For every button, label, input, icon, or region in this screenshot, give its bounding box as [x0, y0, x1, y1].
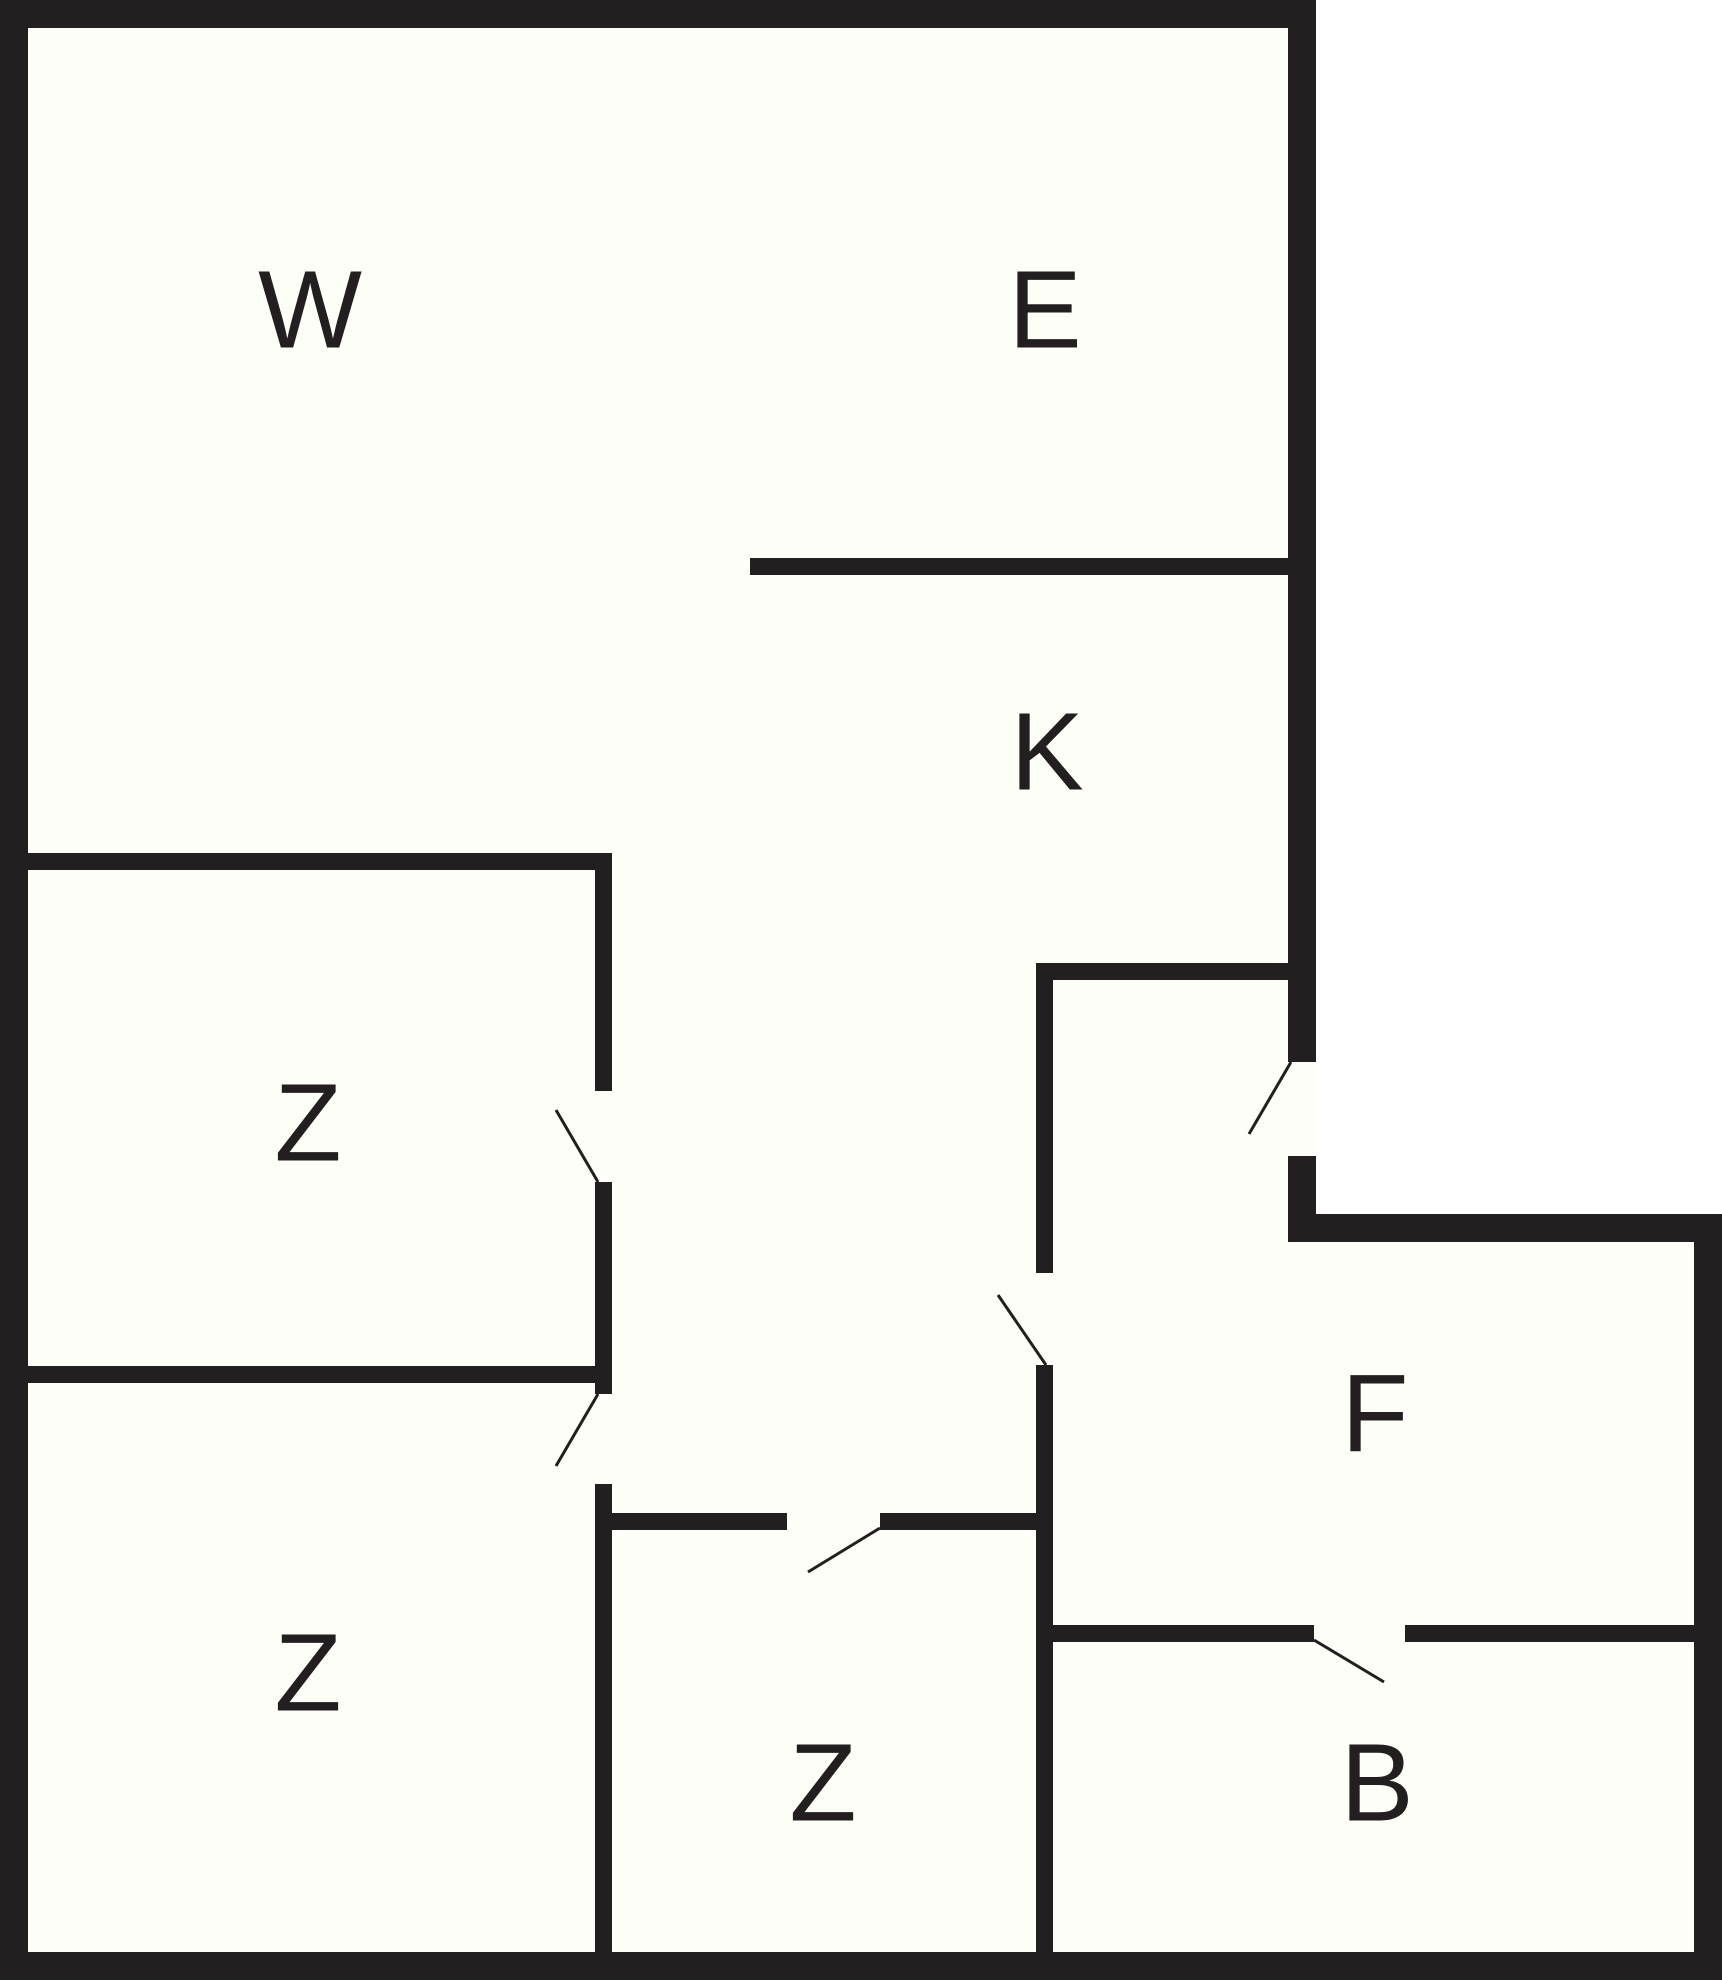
wall-step: [1288, 1214, 1722, 1242]
wall-bottom: [0, 1952, 1722, 1980]
doors: [554, 1061, 1385, 1684]
wall-utility-top: [1036, 963, 1290, 980]
room-label-k: K: [1010, 691, 1083, 814]
room-label-z-middle: Z: [789, 1722, 856, 1845]
wall-kitchen-divider: [750, 558, 1290, 575]
wall-right-far: [1694, 1214, 1722, 1980]
wall-bedroom1-top: [28, 853, 612, 870]
wall-right-upper: [1288, 0, 1316, 1062]
room-label-z-lower: Z: [274, 1612, 341, 1735]
door-bedroom-1: [554, 1109, 600, 1183]
room-labels: W E K Z Z Z F B: [258, 249, 1414, 1845]
room-label-z-upper: Z: [274, 1062, 341, 1185]
room-label-b: B: [1340, 1722, 1413, 1845]
wall-bedroom-vertical-a: [595, 853, 612, 1091]
room-label-e: E: [1008, 249, 1081, 372]
wall-bedroom-divider: [28, 1366, 612, 1383]
wall-bedroom-vertical-b: [595, 1182, 612, 1394]
wall-hall-bottom-left: [595, 1513, 787, 1530]
room-label-w: W: [258, 249, 362, 372]
wall-bath-top-right: [1405, 1625, 1696, 1642]
door-bedroom-3: [807, 1526, 881, 1574]
door-utility: [996, 1294, 1048, 1366]
room-label-f: F: [1341, 1353, 1408, 1476]
door-entrance: [1247, 1061, 1293, 1135]
door-bathroom: [1313, 1638, 1385, 1684]
wall-left: [0, 0, 28, 1980]
wall-utility-left-upper: [1036, 963, 1053, 1273]
interior-walls: [28, 558, 1696, 1955]
wall-utility-left-lower: [1036, 1365, 1053, 1955]
wall-top: [0, 0, 1316, 28]
wall-bedroom-vertical-c: [595, 1484, 612, 1954]
door-bedroom-2: [554, 1393, 600, 1467]
wall-hall-bottom-right: [880, 1513, 1042, 1530]
wall-bath-top-left: [1036, 1625, 1314, 1642]
